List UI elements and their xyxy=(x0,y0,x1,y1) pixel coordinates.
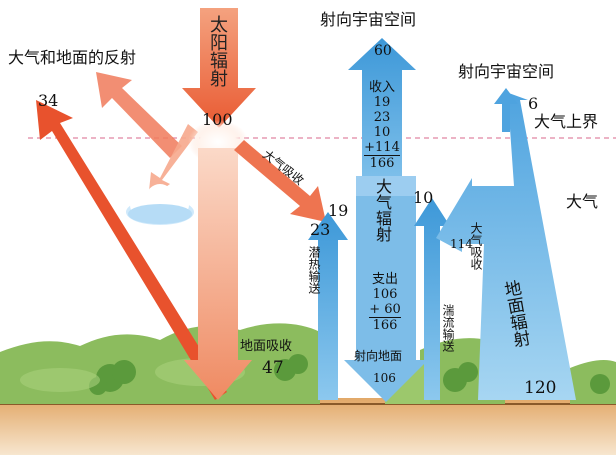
atm-absorb-ground-label: 大气吸收 xyxy=(469,222,483,270)
to-space-right-label: 射向宇宙空间 xyxy=(458,62,555,81)
atmosphere-right-label: 大气 xyxy=(566,192,599,211)
latent-heat-value: 23 xyxy=(310,220,331,239)
income-line: 10 xyxy=(373,125,391,140)
to-cloud-arrow xyxy=(148,124,198,200)
expense-total: 166 xyxy=(372,318,398,333)
expense-line: 106 xyxy=(372,287,398,302)
turbulence-arrow xyxy=(414,198,450,400)
atm-absorb-ground-value: 114 xyxy=(450,237,473,251)
turbulence-value: 10 xyxy=(413,188,434,207)
reflection-value: 34 xyxy=(38,91,59,110)
atmosphere-top-label: 大气上界 xyxy=(534,112,599,131)
reflection-label: 大气和地面的反射 xyxy=(8,48,137,67)
to-space-right-value: 6 xyxy=(528,94,539,113)
to-ground-value: 106 xyxy=(373,371,396,385)
latent-heat-arrow xyxy=(308,212,348,400)
ground-absorb-label: 地面吸收 xyxy=(240,339,293,354)
atm-radiation-column xyxy=(348,38,416,210)
atm-radiation-label: 大气辐射 xyxy=(373,178,392,242)
atm-absorb-solar-value: 19 xyxy=(328,201,349,220)
expense-block: 支出 106 + 60 166 xyxy=(362,272,408,333)
latent-heat-label: 潜热输送 xyxy=(307,246,321,294)
to-space-top-value: 60 xyxy=(374,43,392,59)
income-label: 收入 xyxy=(368,80,395,95)
to-space-top-label: 射向宇宙空间 xyxy=(320,10,417,29)
expense-label: 支出 xyxy=(371,272,398,287)
ground-absorb-value: 47 xyxy=(262,358,284,378)
cloud-reflection-arrow xyxy=(96,72,182,158)
to-space-right-arrow xyxy=(494,88,518,132)
reflection-arrow xyxy=(36,100,227,400)
hills-right xyxy=(420,338,616,404)
turbulence-label: 湍流输送 xyxy=(441,304,455,352)
income-line: 23 xyxy=(373,110,391,125)
solar-radiation-label: 太阳辐射 xyxy=(207,15,228,87)
atm-absorb-solar-arrow xyxy=(234,140,326,222)
income-total: 166 xyxy=(369,156,395,171)
solar-radiation-arrow xyxy=(182,8,256,128)
expense-last: + 60 xyxy=(369,302,401,318)
atm-radiation-box xyxy=(356,176,416,196)
cloud-icon xyxy=(126,184,194,225)
to-ground-arrow xyxy=(344,196,428,402)
to-ground-label: 射向地面 xyxy=(354,349,403,363)
income-block: 收入 19 23 10 +114 166 xyxy=(360,80,404,171)
ground-radiation-arrow xyxy=(436,92,576,400)
income-line: 19 xyxy=(373,95,391,110)
ground-absorb-arrow xyxy=(184,148,252,400)
bushes xyxy=(89,354,610,395)
ground-surface xyxy=(0,398,616,455)
solar-radiation-value: 100 xyxy=(202,110,233,129)
ground-radiation-value: 120 xyxy=(524,378,557,398)
income-last: +114 xyxy=(364,140,400,156)
